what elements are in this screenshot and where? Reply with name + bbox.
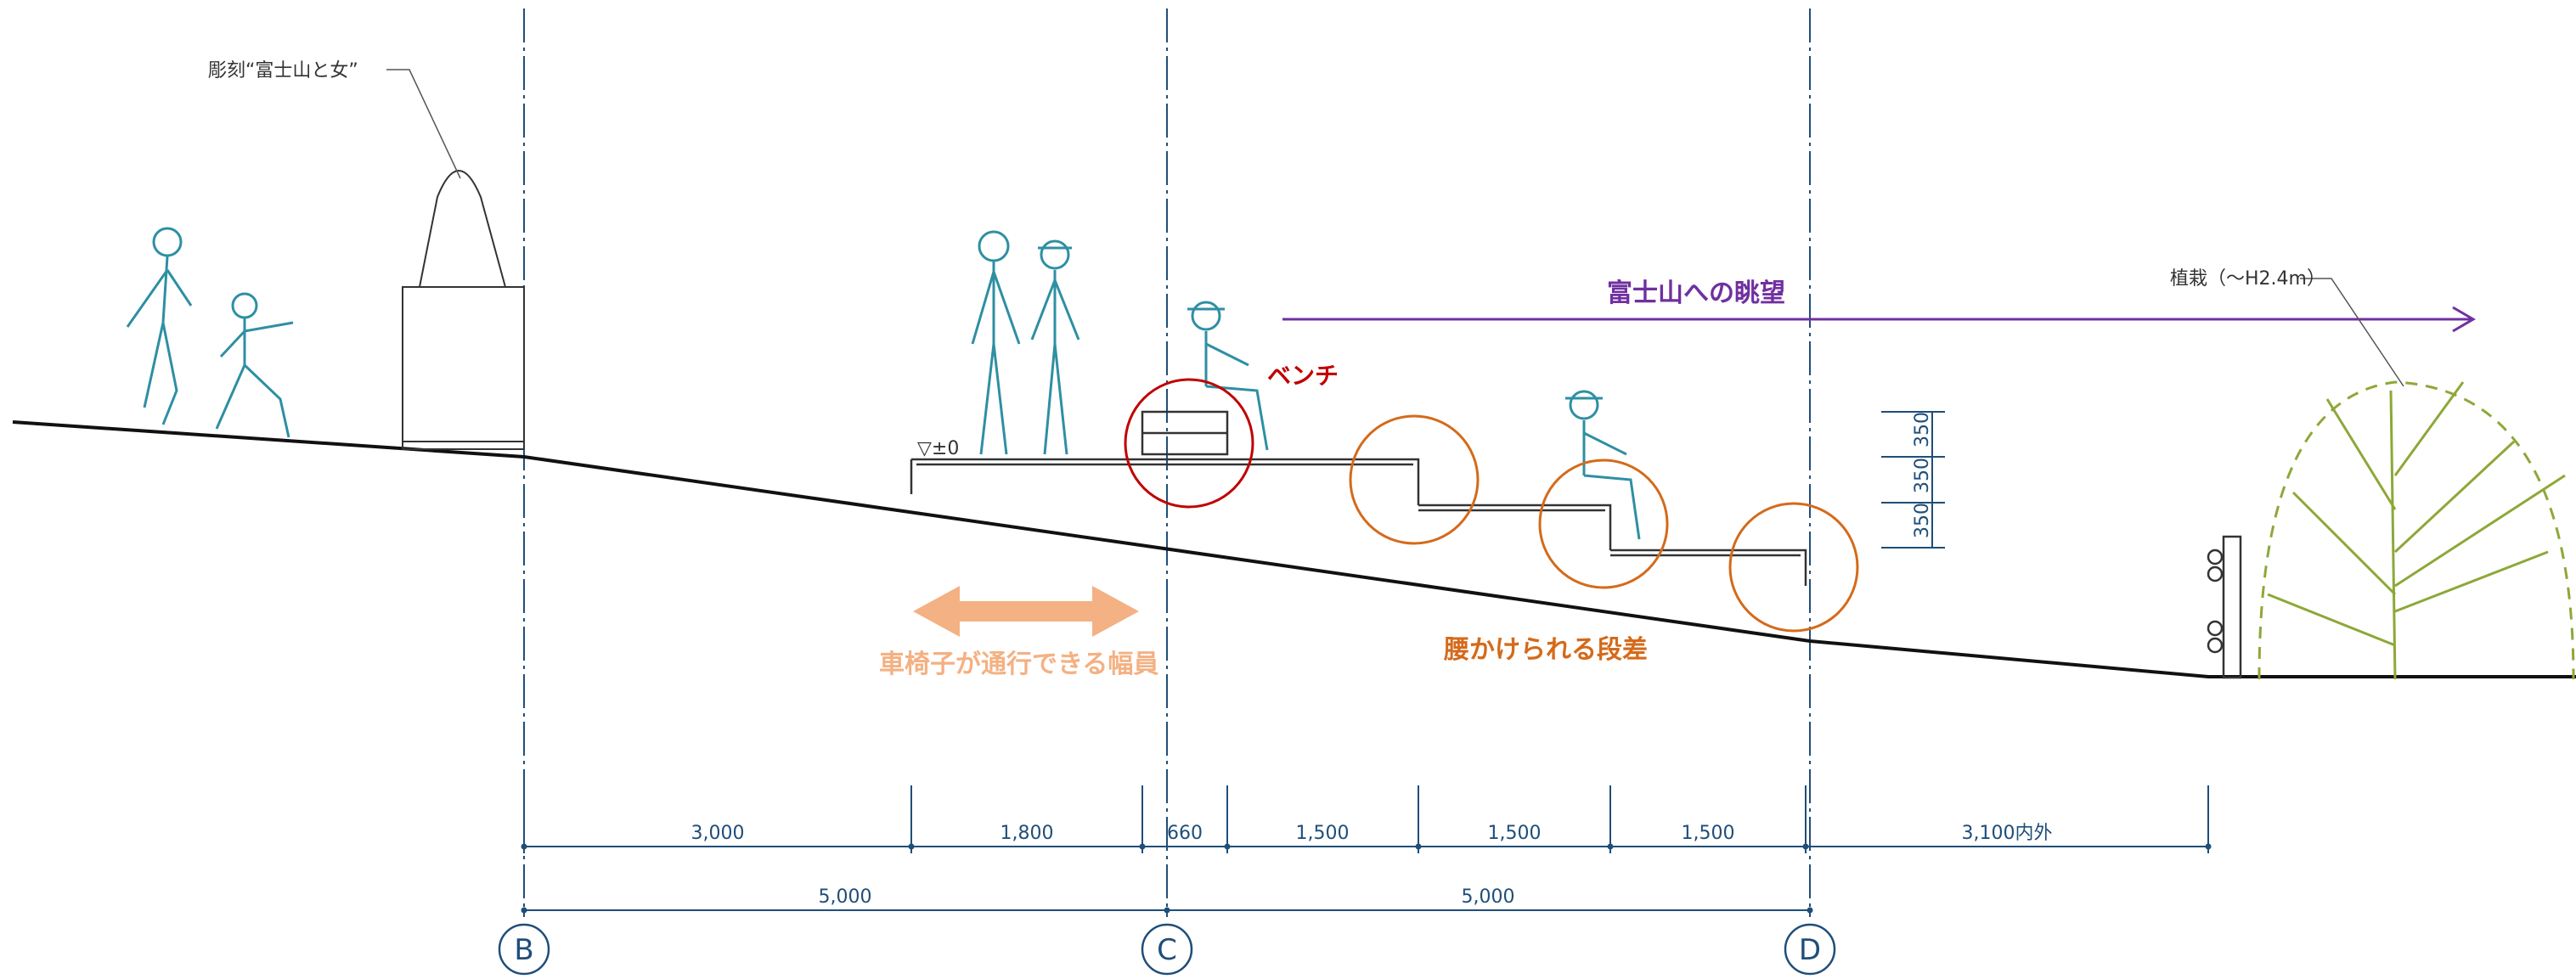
planting	[2258, 380, 2575, 680]
grid-marker-b: B	[498, 923, 550, 976]
step-height-dimensions	[1881, 411, 1945, 549]
step-highlight-circle-2	[1538, 459, 1669, 589]
bench-and-steps	[910, 410, 1807, 586]
wheelchair-label: 車椅子が通行できる幅員	[879, 650, 1158, 679]
grid-marker-d: D	[1784, 923, 1836, 976]
fence	[2207, 535, 2242, 679]
level-label: ▽±0	[917, 438, 959, 459]
step-height-1: 350	[1912, 412, 1933, 447]
sculpture-leader	[386, 69, 461, 179]
steps-label: 腰かけられる段差	[1444, 635, 1648, 665]
seated-woman-bench-figure	[1187, 301, 1269, 451]
dim-1500-a: 1,500	[1296, 823, 1350, 844]
grid-marker-c: C	[1141, 923, 1193, 976]
step-highlight-circle-1	[1349, 414, 1480, 545]
lower-dimension-values: 5,000 5,000	[819, 886, 1515, 908]
dimension-ticks	[521, 843, 2212, 914]
bench-highlight-circle	[1124, 378, 1254, 509]
walking-woman-figure	[126, 227, 193, 425]
svg-text:C: C	[1157, 933, 1177, 967]
upper-dimension-values: 3,000 1,800 660 1,500 1,500 1,500 3,100内…	[691, 823, 2053, 844]
dim-5000-b: 5,000	[1462, 886, 1515, 908]
step-height-3: 350	[1912, 503, 1933, 538]
sculpture	[402, 170, 525, 450]
svg-text:D: D	[1799, 933, 1821, 967]
dim-660: 660	[1167, 823, 1203, 844]
grid-lines	[523, 8, 1811, 917]
dim-3100: 3,100内外	[1962, 823, 2053, 844]
dim-5000-a: 5,000	[819, 886, 872, 908]
wheelchair-arrow	[913, 586, 1139, 637]
dimension-lines	[523, 785, 2209, 911]
view-label: 富士山への眺望	[1607, 279, 1785, 308]
dim-1800: 1,800	[1001, 823, 1054, 844]
step-height-2: 350	[1912, 458, 1933, 493]
dim-1500-b: 1,500	[1488, 823, 1542, 844]
seated-woman-step-figure	[1565, 390, 1641, 540]
planting-label: 植栽（～H2.4m）	[2170, 268, 2325, 290]
view-arrow	[1282, 306, 2476, 333]
sculpture-label: 彫刻“富士山と女”	[208, 60, 358, 82]
planting-leader	[2300, 278, 2404, 387]
dim-3000: 3,000	[691, 823, 745, 844]
standing-woman-figure	[1030, 239, 1080, 455]
ground-line	[12, 420, 2576, 678]
standing-man-figure	[971, 230, 1021, 455]
person-figures	[126, 227, 1641, 540]
dim-1500-c: 1,500	[1682, 823, 1735, 844]
svg-text:B: B	[514, 933, 533, 967]
step-highlight-circle-3	[1728, 502, 1859, 633]
bench-label: ベンチ	[1267, 362, 1339, 390]
walking-child-figure	[215, 292, 294, 438]
